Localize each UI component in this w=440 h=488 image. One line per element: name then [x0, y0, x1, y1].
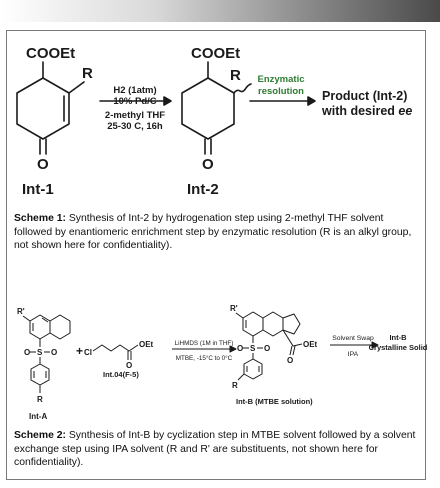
reagent-chain — [92, 344, 139, 352]
enzymatic-label-2: resolution — [258, 86, 304, 97]
scheme1-caption: Scheme 1: Synthesis of Int-2 by hydrogen… — [14, 212, 419, 253]
intA-rprime-bond — [22, 315, 31, 322]
scheme1-caption-text: Synthesis of Int-2 by hydrogenation step… — [14, 213, 412, 251]
final-product-line-1: Int-B — [389, 333, 407, 342]
product-line-2: with desired ee — [321, 104, 412, 118]
intA-o-right-label: O — [51, 348, 57, 357]
intB-ester-carbonyl-b — [292, 345, 296, 356]
intA-label: Int-A — [29, 412, 47, 421]
int1-structure — [16, 61, 85, 155]
intB-ester-oxygen-bond — [292, 343, 303, 347]
int2-ring-bond — [181, 77, 235, 140]
int2-label: Int-2 — [187, 181, 219, 198]
intB-r-bond — [237, 373, 245, 381]
intB-label: Int-B (MTBE solution) — [236, 397, 313, 406]
scheme2-caption-label: Scheme 2: — [14, 430, 66, 441]
reaction-arrow-3-head — [229, 345, 237, 353]
final-product-line-2: Crystalline Solid — [369, 343, 428, 352]
arrow3-bottom-label: MTBE, -15°C to 0°C — [176, 354, 233, 362]
arrow4-top-label: Solvent Swap — [332, 335, 374, 342]
product-line-2-prefix: with desired — [321, 104, 398, 118]
intB-middle-ring — [262, 311, 284, 337]
intB-oet-label: OEt — [303, 340, 318, 349]
product-line-1: Product (Int-2) — [322, 89, 407, 103]
intA-o-left-label: O — [24, 348, 30, 357]
scheme2-caption: Scheme 2: Synthesis of Int-B by cyclizat… — [14, 429, 419, 470]
intB-o-carbonyl-label: O — [287, 356, 293, 365]
intB-ester-bond — [282, 329, 294, 347]
int1-oxygen-label: O — [37, 156, 49, 173]
int2-oxygen-label: O — [202, 156, 214, 173]
reagent-cl-label: Cl — [84, 348, 92, 357]
product-ee: ee — [398, 104, 412, 118]
enzymatic-label-1: Enzymatic — [258, 74, 305, 85]
figure-frame — [6, 30, 426, 480]
intA-structure — [22, 314, 71, 393]
condition-2: 10% Pd/C — [113, 96, 156, 107]
arrow3-top-label: LiHMDS (1M in THF) — [175, 340, 234, 347]
int1-label: Int-1 — [22, 181, 54, 198]
intA-saturated-ring — [49, 314, 71, 340]
condition-3: 2-methyl THF — [105, 110, 165, 121]
intA-rprime-label: R' — [17, 307, 25, 316]
intB-o-left-label: O — [237, 344, 243, 353]
reagent-label: Int.04(F-5) — [103, 370, 139, 379]
int1-r-label: R — [82, 65, 93, 82]
arrow4-bottom-label: IPA — [348, 351, 359, 358]
int1-r-bond — [68, 81, 85, 94]
scheme2-caption-text: Synthesis of Int-B by cyclization step i… — [14, 430, 416, 468]
top-gradient-bar — [0, 0, 440, 22]
reaction-arrow-4-head — [371, 341, 379, 349]
reaction-arrow-1-head — [163, 96, 172, 106]
int2-wavy-bond — [233, 83, 252, 94]
intB-structure — [235, 311, 303, 381]
intA-aromatic-bond-2 — [41, 317, 49, 323]
int1-cooet-label: COOEt — [26, 45, 75, 62]
intB-phenyl-ring — [243, 358, 263, 380]
reagent-structure — [92, 344, 139, 360]
int2-structure — [181, 61, 252, 155]
intA-sulfur-label: S — [37, 348, 43, 357]
intA-r-label: R — [37, 395, 43, 404]
intB-five-ring — [282, 313, 301, 335]
intB-ester-carbonyl-a — [289, 345, 293, 356]
reagent-o-label: O — [126, 361, 132, 370]
plus-sign: + — [76, 344, 83, 358]
scheme1-caption-label: Scheme 1: — [14, 213, 66, 224]
intB-sulfur-label: S — [250, 344, 256, 353]
intB-r-label: R — [232, 381, 238, 390]
condition-4: 25-30 C, 16h — [107, 121, 163, 132]
int2-r-label: R — [230, 67, 241, 84]
intB-o-right-label: O — [264, 344, 270, 353]
int2-cooet-label: COOEt — [191, 45, 240, 62]
reagent-oet-label: OEt — [139, 340, 154, 349]
intB-rprime-label: R' — [230, 304, 238, 313]
condition-1: H2 (1atm) — [113, 85, 156, 96]
int1-ring-bond — [16, 77, 70, 140]
intB-rprime-bond — [235, 312, 244, 319]
reaction-arrow-2-head — [307, 96, 316, 106]
